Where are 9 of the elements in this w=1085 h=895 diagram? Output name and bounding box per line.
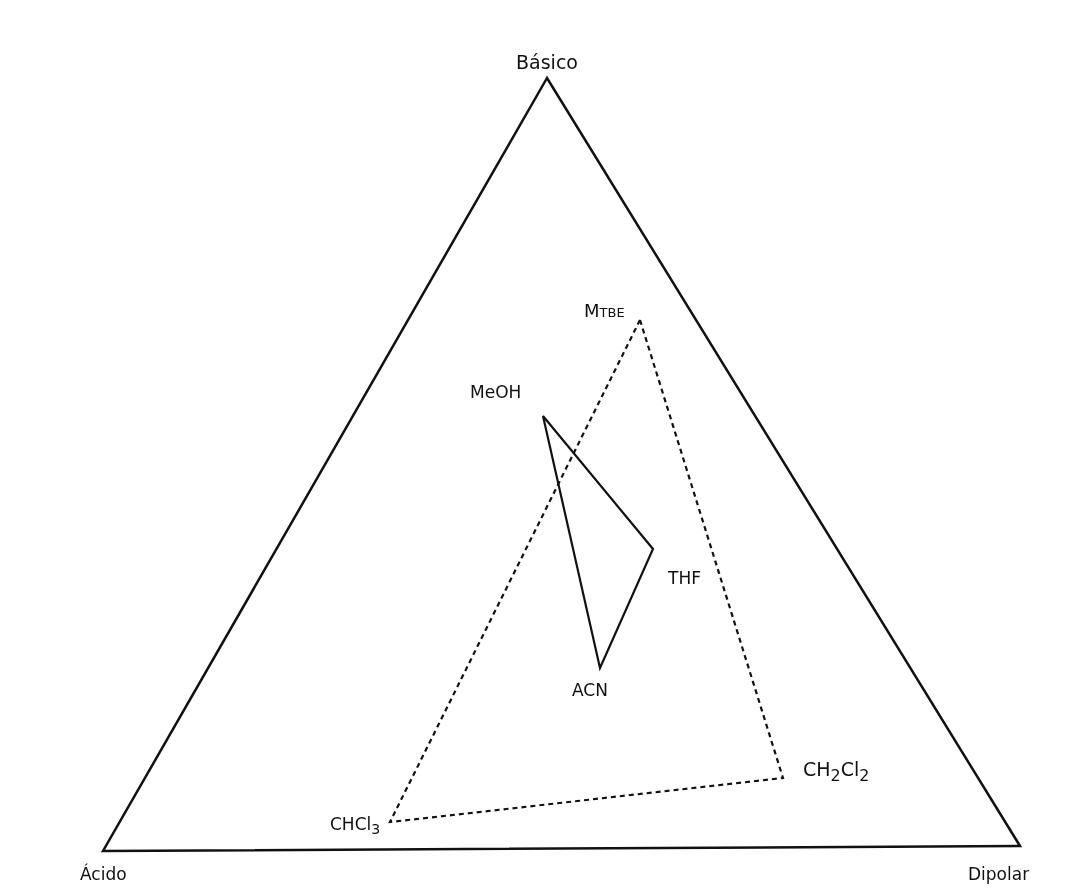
vertex-label: Básico bbox=[516, 51, 578, 74]
point-label: CHCl$_{3}$ bbox=[330, 814, 381, 839]
point-label: THF bbox=[668, 568, 701, 589]
point-label: CH$_{2}$Cl$_{2}$ bbox=[803, 758, 870, 785]
point-label: MTBE bbox=[584, 300, 625, 322]
vertex-label: Dipolar bbox=[968, 864, 1030, 885]
vertex-label: Ácido bbox=[80, 864, 127, 885]
point-label: ACN bbox=[572, 680, 608, 701]
point-label: MeOH bbox=[470, 382, 522, 403]
